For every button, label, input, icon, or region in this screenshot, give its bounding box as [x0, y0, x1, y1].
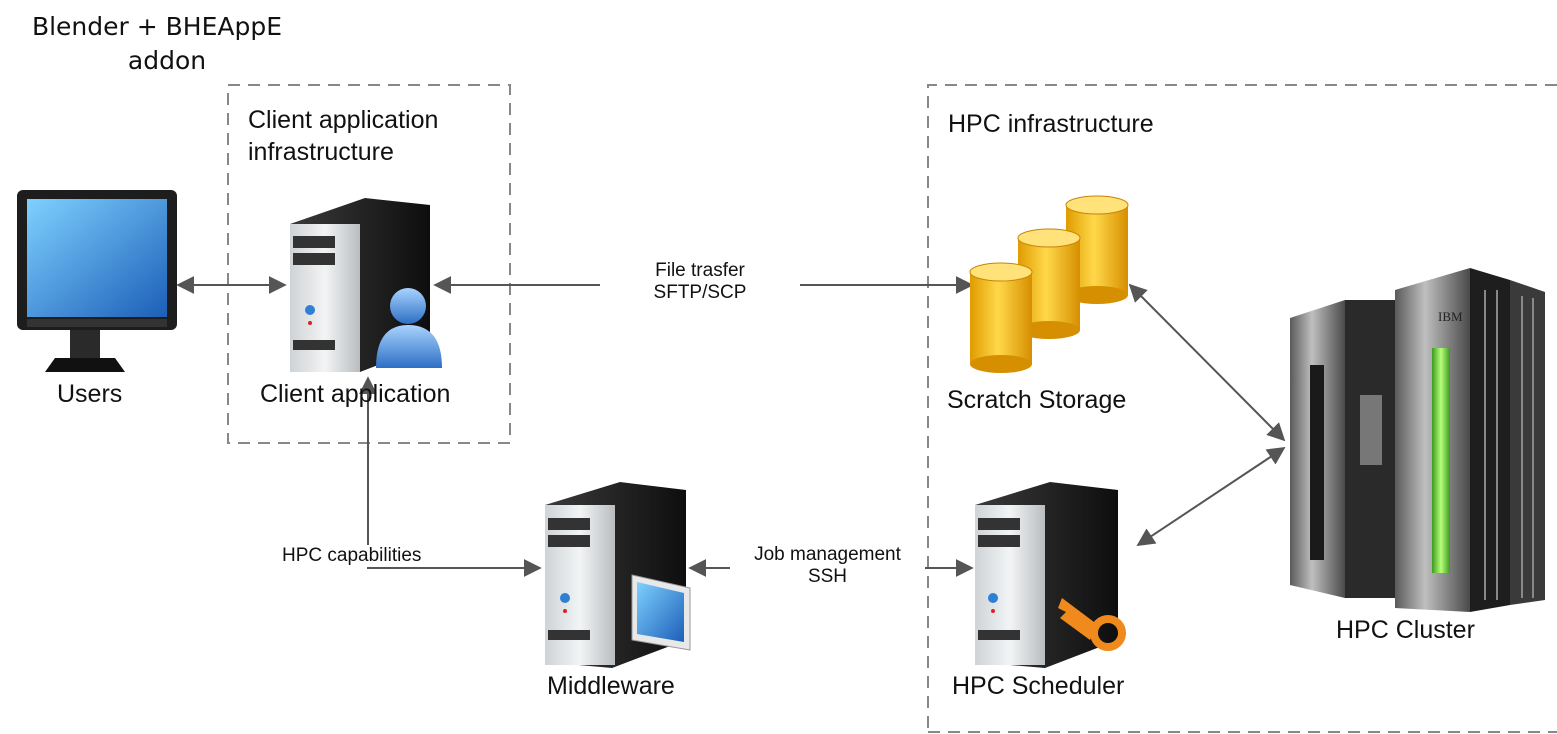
hpc-capabilities-label: HPC capabilities: [280, 545, 424, 567]
scratch-storage-label: Scratch Storage: [947, 386, 1127, 414]
file-transfer-line2: SFTP/SCP: [653, 282, 747, 303]
users-label: Users: [57, 380, 123, 408]
client-infrastructure-label-line2: infrastructure: [248, 138, 394, 166]
ibm-cluster-icon: [1290, 268, 1545, 612]
client-infrastructure-label: Client application infrastructure: [248, 104, 438, 168]
title-line-2: addon: [127, 46, 207, 75]
server-key-icon: [975, 482, 1126, 668]
ibm-brand-label: IBM: [1438, 309, 1463, 324]
database-cylinders-icon: [969, 195, 1129, 373]
title-line-1: Blender + BHEAppE: [31, 12, 283, 41]
client-application-label: Client application: [260, 380, 451, 408]
diagram-title: Blender + BHEAppE addon: [2, 10, 312, 78]
hpc-infrastructure-box: [927, 84, 1557, 734]
hpc-cluster-label: HPC Cluster: [1336, 616, 1475, 644]
file-transfer-label: File trasfer SFTP/SCP: [600, 260, 800, 304]
server-monitor-icon: [545, 482, 691, 668]
hpc-capabilities-arrow: [359, 376, 542, 577]
scheduler-cluster-arrow: [1136, 447, 1286, 546]
hpc-scheduler-label: HPC Scheduler: [952, 672, 1125, 700]
middleware-label: Middleware: [547, 672, 675, 700]
job-management-label: Job management SSH: [730, 544, 925, 588]
hpc-infrastructure-label: HPC infrastructure: [948, 110, 1154, 138]
job-management-line2: SSH: [807, 566, 848, 587]
client-infrastructure-label-line1: Client application: [248, 106, 439, 134]
monitor-icon: [17, 190, 177, 372]
job-management-line1: Job management: [754, 544, 901, 565]
server-user-icon: [290, 198, 442, 372]
storage-cluster-arrow: [1128, 283, 1286, 442]
file-transfer-line1: File trasfer: [655, 260, 745, 281]
